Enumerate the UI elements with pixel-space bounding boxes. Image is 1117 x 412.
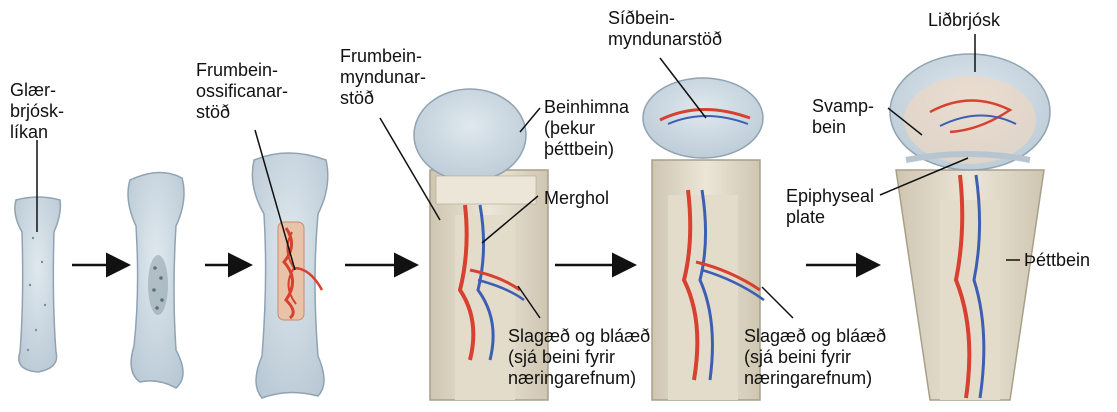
stage-4-primary-ossification-center xyxy=(413,88,549,401)
label-arteries-and-veins-2: Slagæð og bláæð (sjá beini fyrir næringa… xyxy=(744,326,887,388)
label-epiphyseal-plate: Epiphyseal plate xyxy=(786,186,875,227)
label-periosteum: Beinhimna (þekur þéttbein) xyxy=(544,97,630,159)
stage-3-primary-ossification xyxy=(251,152,329,399)
label-secondary-ossification-center: Síðbein- myndunarstöð xyxy=(608,8,723,49)
leader-lines xyxy=(36,34,1020,319)
label-articular-cartilage: Liðbrjósk xyxy=(928,10,1001,30)
label-compact-bone: Þéttbein xyxy=(1024,250,1091,270)
label-primary-ossification-center-stage4: Frumbein- myndunar- stöð xyxy=(340,46,427,108)
label-arteries-and-veins-1: Slagæð og bláæð (sjá beini fyrir næringa… xyxy=(508,326,651,388)
label-primary-ossification-center-stage3: Frumbein- ossificanar- stöð xyxy=(196,60,289,122)
label-marrow-cavity: Merghol xyxy=(544,188,610,208)
label-hyaline-cartilage-model: Glær- brjósk- líkan xyxy=(10,80,65,142)
stage-1-cartilage-model xyxy=(14,196,62,373)
stage-2-cartilage-calcifying xyxy=(127,171,185,389)
label-spongy-bone: Svamp- bein xyxy=(812,96,875,137)
stage-6-mature-bone xyxy=(889,53,1051,401)
stage-5-secondary-ossification-center xyxy=(642,77,765,401)
